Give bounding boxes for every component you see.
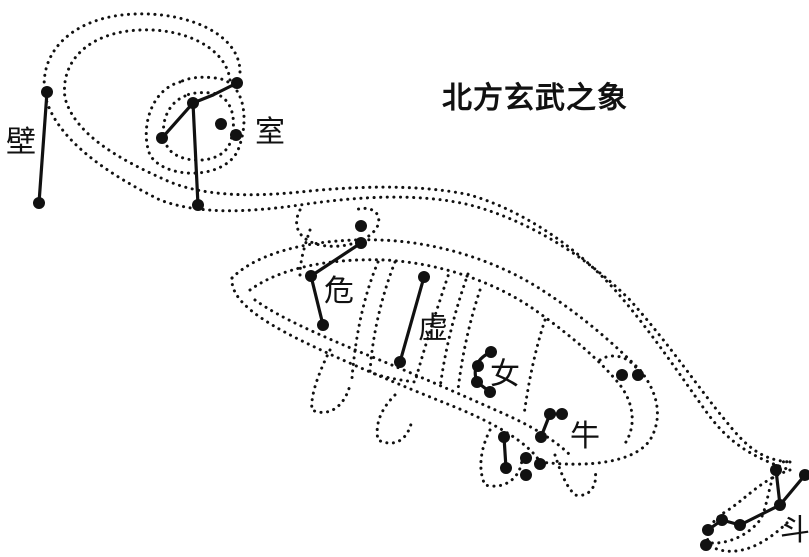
shi-line-4 [191,101,200,207]
star-dou-6 [702,524,714,536]
mansion-label-bi: 壁 [6,125,36,160]
tortoise-outline [230,206,659,497]
mansion-label-xu: 虚 [418,311,448,346]
tortoise-plate-nv [456,288,547,417]
dou-line-2 [778,473,807,507]
tortoise-neck [298,228,312,277]
tortoise-back-leg [553,453,598,497]
star-nv-2 [472,360,484,372]
star-wei-1 [355,220,367,232]
star-wei-3 [305,270,317,282]
star-niu-6 [520,452,532,464]
star-shi-5 [230,129,242,141]
star-xu-1 [418,271,430,283]
mansion-label-niu: 牛 [570,419,600,454]
snake-coil-inner [162,91,235,162]
star-dou-4 [734,519,746,531]
star-shi-2 [187,97,199,109]
snake-coil-outer [144,75,246,175]
star-niu-7 [534,458,546,470]
star-wei-2 [355,237,367,249]
star-dou-5 [716,514,728,526]
star-niu-2 [556,408,568,420]
bi-line [37,90,49,205]
xu-line [398,275,426,364]
snake-outer-loop [42,12,792,464]
wei-line-2 [309,274,325,327]
snake-inner-loop [62,28,792,472]
star-bi-2 [33,197,45,209]
star-wei-4 [317,319,329,331]
tortoise-shell-inner [248,258,634,447]
tortoise-middle-leg [375,393,414,445]
star-nv-3 [471,376,483,388]
dou-line-4 [738,503,782,527]
star-niu-4 [498,431,510,443]
star-shi-3 [231,77,243,89]
star-extra-2 [632,369,644,381]
mansion-label-shi: 室 [255,115,285,150]
star-bi-1 [41,86,53,98]
star-niu-1 [544,408,556,420]
star-niu-5 [500,462,512,474]
star-extra-1 [616,369,628,381]
tortoise-plate-xu-outer [350,260,470,390]
star-dou-3 [774,499,786,511]
shi-line-1 [160,101,195,140]
mansion-label-dou: 斗 [780,513,809,548]
stars [33,77,809,551]
star-dou-2 [799,469,809,481]
star-nv-4 [484,386,496,398]
mansion-label-wei: 危 [324,274,354,309]
tortoise-front-leg [310,348,352,414]
star-shi-6 [192,199,204,211]
tortoise-belly-inner [253,298,572,457]
wei-line-1 [309,241,363,278]
star-shi-4 [215,118,227,130]
mansion-label-nv: 女 [490,357,520,392]
snake-outline [42,12,792,553]
tortoise-shell-top [230,238,659,466]
star-shi-1 [156,132,168,144]
tortoise-rear-leg [479,428,524,488]
labels: 北方玄武之象 壁 室 危 虚 女 牛 斗 [6,81,809,548]
star-niu-3 [535,431,547,443]
star-nv-1 [485,346,497,358]
star-dou-7 [700,539,712,551]
snake-tail-lower [698,460,792,545]
diagram-title: 北方玄武之象 [442,81,628,116]
constellation-lines [37,81,807,532]
star-niu-8 [520,469,532,481]
star-xu-2 [394,356,406,368]
star-dou-1 [770,464,782,476]
